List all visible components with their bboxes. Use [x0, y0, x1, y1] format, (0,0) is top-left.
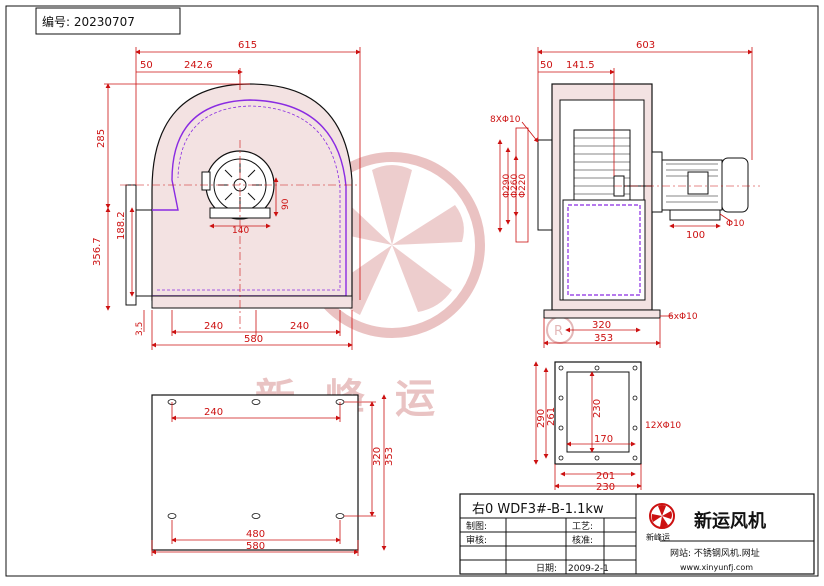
svg-text:285: 285 — [96, 129, 107, 148]
company-logo-icon — [649, 503, 675, 529]
svg-text:8XΦ10: 8XΦ10 — [490, 115, 521, 125]
side-view — [515, 83, 749, 319]
svg-text:Φ220: Φ220 — [518, 173, 528, 198]
svg-text:242.6: 242.6 — [184, 60, 213, 71]
svg-text:240: 240 — [290, 321, 309, 332]
svg-text:580: 580 — [244, 334, 263, 345]
website-label: 网站: 不锈钢风机.网址 — [670, 547, 760, 559]
svg-text:141.5: 141.5 — [566, 60, 595, 71]
svg-text:603: 603 — [636, 40, 655, 51]
svg-text:50: 50 — [540, 60, 553, 71]
model-label: 右0 WDF3#-B-1.1kw — [472, 502, 604, 517]
svg-text:240: 240 — [204, 321, 223, 332]
svg-text:353: 353 — [384, 447, 395, 466]
svg-text:2009-2-1: 2009-2-1 — [568, 564, 609, 574]
svg-text:审核:: 审核: — [466, 534, 487, 546]
svg-text:480: 480 — [246, 529, 265, 540]
website-url: www.xinyunfj.com — [680, 563, 753, 572]
svg-text:Φ10: Φ10 — [726, 219, 745, 229]
svg-text:工艺:: 工艺: — [572, 521, 593, 532]
svg-text:6xΦ10: 6xΦ10 — [668, 312, 698, 322]
svg-text:188.2: 188.2 — [116, 211, 127, 240]
svg-text:R: R — [554, 324, 563, 339]
front-view — [120, 83, 360, 330]
sheet-border — [5, 5, 819, 577]
svg-text:50: 50 — [140, 60, 153, 71]
svg-text:Φ260: Φ260 — [510, 173, 520, 198]
svg-text:320: 320 — [592, 320, 611, 331]
svg-text:90: 90 — [281, 198, 291, 210]
svg-text:140: 140 — [232, 226, 249, 236]
svg-text:356.7: 356.7 — [92, 237, 103, 266]
svg-text:日期:: 日期: — [536, 563, 557, 574]
flange-dimensions — [533, 361, 642, 490]
svg-text:Φ290: Φ290 — [502, 173, 512, 198]
svg-text:230: 230 — [596, 482, 615, 493]
svg-text:353: 353 — [594, 333, 613, 344]
svg-text:320: 320 — [372, 447, 383, 466]
svg-text:100: 100 — [686, 230, 705, 241]
svg-text:12XΦ10: 12XΦ10 — [645, 421, 681, 431]
logo-text: 新峰运 — [646, 532, 670, 542]
side-dimensions — [497, 47, 760, 348]
svg-text:290: 290 — [536, 409, 547, 428]
svg-text:201: 201 — [596, 471, 615, 482]
svg-text:3.5: 3.5 — [135, 322, 145, 336]
svg-text:615: 615 — [238, 40, 257, 51]
svg-text:230: 230 — [592, 399, 603, 418]
base-dimensions — [151, 394, 387, 556]
svg-text:240: 240 — [204, 407, 223, 418]
title-block — [459, 493, 815, 575]
svg-text:580: 580 — [246, 541, 265, 552]
company-name: 新运风机 — [694, 510, 766, 532]
svg-text:核准:: 核准: — [572, 534, 593, 546]
flange-view — [554, 361, 642, 465]
svg-text:261: 261 — [546, 407, 557, 426]
drawing-number: 编号: 20230707 — [42, 14, 135, 29]
svg-text:170: 170 — [594, 434, 613, 445]
svg-text:制图:: 制图: — [466, 520, 487, 532]
front-dimensions — [104, 47, 361, 350]
